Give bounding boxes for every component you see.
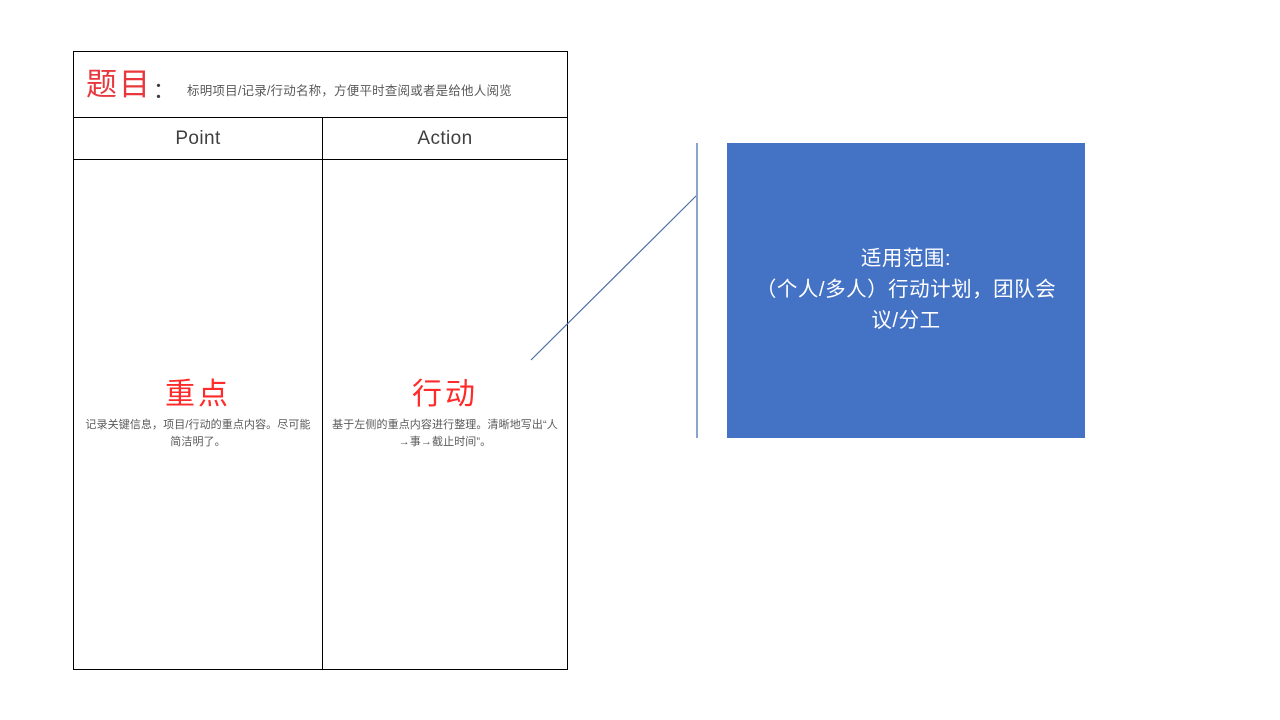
title-subtitle: 标明项目/记录/行动名称，方便平时查阅或者是给他人阅览 (187, 84, 512, 98)
table-cell-action: 行动 基于左侧的重点内容进行整理。清晰地写出“人→事→截止时间”。 (323, 160, 567, 669)
column-header-action: Action (417, 127, 473, 149)
title-label: 题目 (86, 67, 152, 102)
point-cell-description: 记录关键信息，项目/行动的重点内容。尽可能简洁明了。 (85, 418, 311, 448)
point-action-table: 题目 ： 标明项目/记录/行动名称，方便平时查阅或者是给他人阅览 Point A… (73, 51, 568, 670)
action-cell-heading: 行动 (412, 377, 478, 411)
column-header-point: Point (74, 118, 323, 159)
point-cell-heading: 重点 (165, 377, 231, 411)
action-cell-description: 基于左侧的重点内容进行整理。清晰地写出“人→事→截止时间”。 (332, 418, 558, 448)
table-title-row: 题目 ： 标明项目/记录/行动名称，方便平时查阅或者是给他人阅览 (74, 52, 567, 118)
table-cell-point: 重点 记录关键信息，项目/行动的重点内容。尽可能简洁明了。 (74, 160, 323, 669)
scope-callout-text: 适用范围: （个人/多人）行动计划，团队会议/分工 (755, 247, 1057, 332)
table-body-row: 重点 记录关键信息，项目/行动的重点内容。尽可能简洁明了。 行动 基于左侧的重点… (74, 160, 567, 669)
table-header-row: Point Action (74, 118, 567, 160)
title-colon: ： (153, 77, 176, 103)
scope-callout-box: 适用范围: （个人/多人）行动计划，团队会议/分工 (727, 143, 1085, 438)
